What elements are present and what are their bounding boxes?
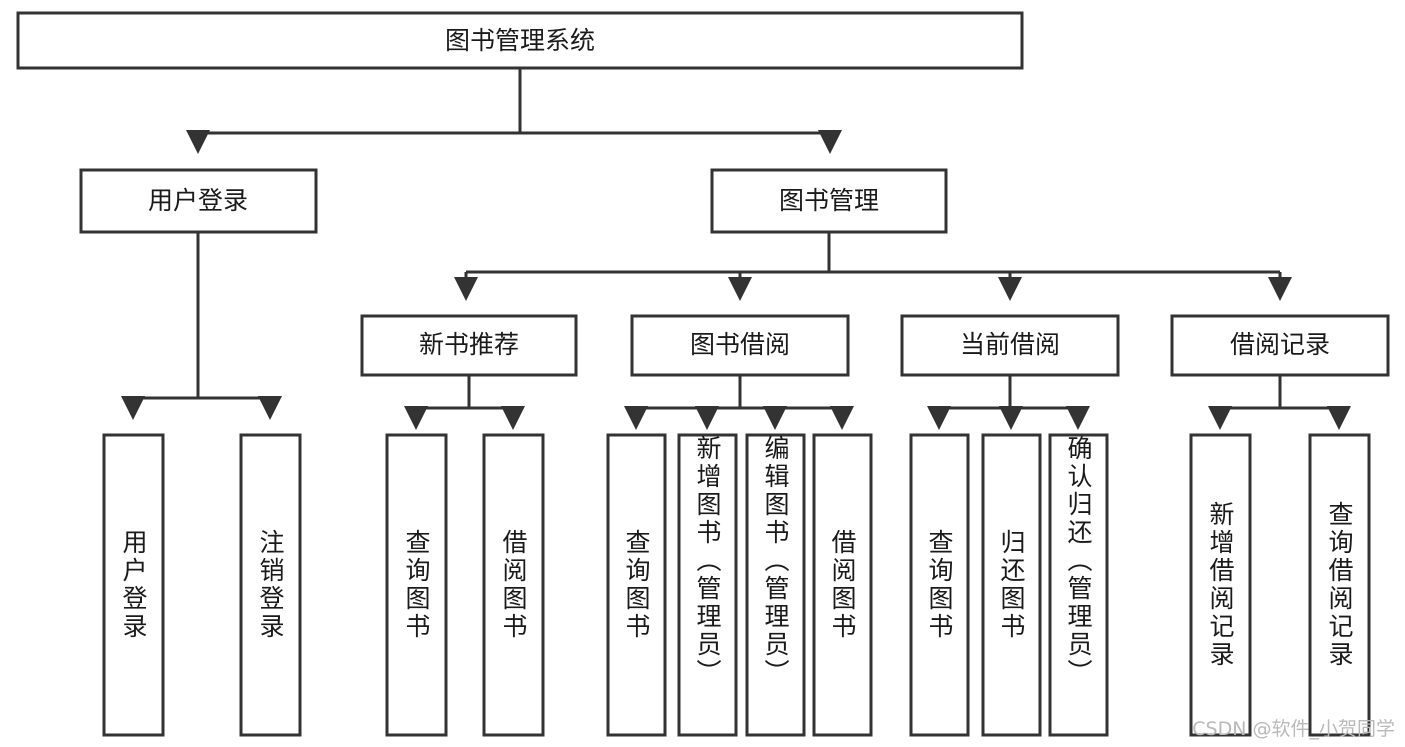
node-root[interactable]: 图书管理系统: [16, 11, 1024, 70]
node-user-login[interactable]: 用户登录: [79, 168, 318, 234]
leaf-box-logout[interactable]: [239, 433, 302, 737]
node-new-book-recommend[interactable]: 新书推荐: [360, 314, 578, 377]
node-current-borrow-label: 当前借阅: [960, 330, 1060, 359]
leaf-box-return-book[interactable]: [981, 433, 1042, 737]
node-book-borrow[interactable]: 图书借阅: [630, 314, 850, 377]
leaf-box-add-borrow-record[interactable]: [1189, 433, 1252, 737]
node-current-borrow[interactable]: 当前借阅: [900, 314, 1120, 377]
connector-current-borrow-to-leaves: [927, 375, 1090, 430]
node-user-login-label: 用户登录: [148, 186, 248, 215]
leaf-box-borrow-book[interactable]: [812, 433, 873, 737]
node-root-box[interactable]: [16, 11, 1024, 70]
node-current-borrow-box[interactable]: [900, 314, 1120, 377]
node-borrow-record[interactable]: 借阅记录: [1170, 314, 1390, 377]
leaf-box-query-book-current[interactable]: [909, 433, 970, 737]
node-new-book-recommend-label: 新书推荐: [419, 330, 519, 359]
connector-new-book-recommend-to-leaves: [404, 375, 525, 430]
connector-user-login-to-leaves: [121, 232, 282, 420]
node-root-label: 图书管理系统: [445, 26, 595, 55]
node-borrow-record-label: 借阅记录: [1230, 330, 1330, 359]
leaf-box-borrow-book-recommend[interactable]: [482, 433, 545, 737]
node-book-management[interactable]: 图书管理: [710, 168, 948, 234]
node-new-book-recommend-box[interactable]: [360, 314, 578, 377]
leaf-box-user-login[interactable]: [102, 433, 165, 737]
connector-book-management-to-level3: [454, 232, 1292, 301]
node-book-management-label: 图书管理: [779, 186, 879, 215]
leaf-box-query-borrow-record[interactable]: [1308, 433, 1371, 737]
leaf-box-query-book-borrow[interactable]: [606, 433, 667, 737]
leaf-box-confirm-return-admin[interactable]: [1048, 433, 1109, 737]
connector-book-borrow-to-leaves: [624, 375, 854, 430]
node-book-borrow-label: 图书借阅: [690, 330, 790, 359]
node-user-login-box[interactable]: [79, 168, 318, 234]
connector-root-to-level2: [186, 68, 842, 154]
leaf-box-add-book-admin[interactable]: [677, 433, 738, 737]
connector-borrow-record-to-leaves: [1208, 375, 1351, 430]
leaf-box-query-book-recommend[interactable]: [385, 433, 448, 737]
leaf-box-edit-book-admin[interactable]: [745, 433, 806, 737]
